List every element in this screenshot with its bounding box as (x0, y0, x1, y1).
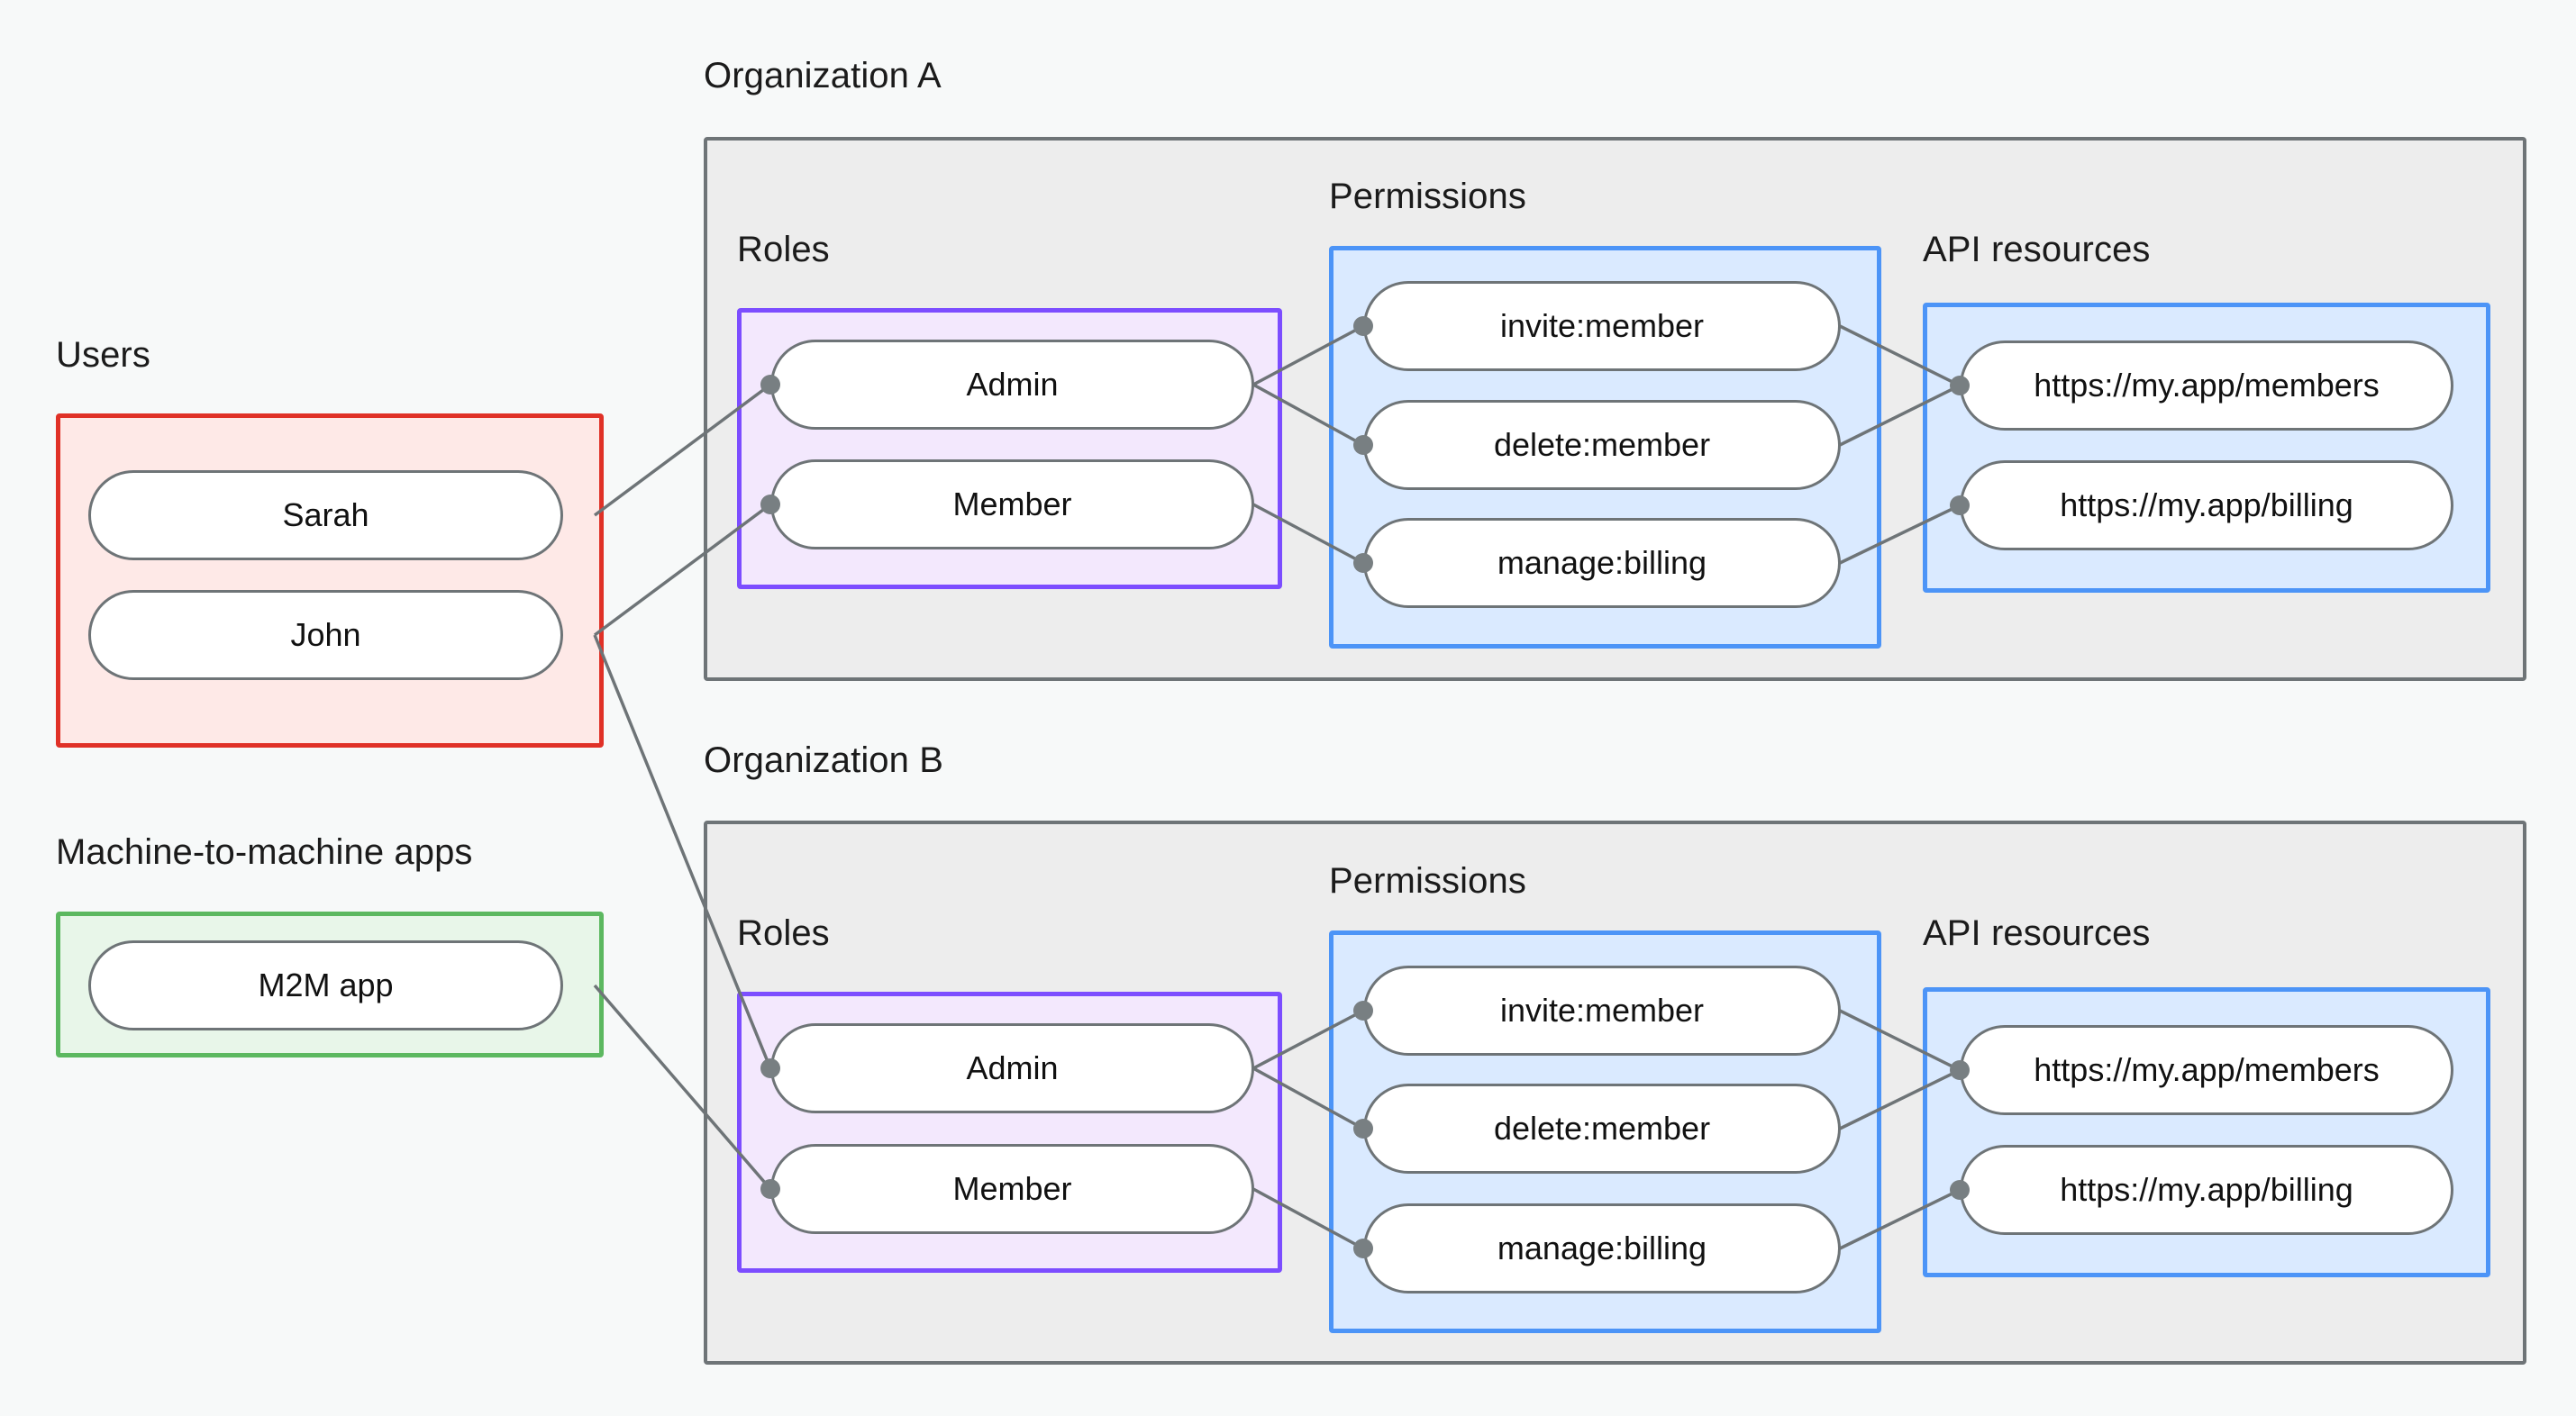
org-b-api-resource-members[interactable]: https://my.app/members (1960, 1025, 2453, 1115)
user-node-sarah-label: Sarah (282, 496, 369, 533)
org-a-permission-invite-member-label: invite:member (1499, 307, 1705, 344)
org-b-permission-delete-member-label: delete:member (1493, 1110, 1711, 1147)
users-zone (56, 413, 604, 748)
user-node-john[interactable]: John (88, 590, 563, 680)
org-a-title: Organization A (704, 56, 942, 95)
org-a-permissions-title: Permissions (1329, 177, 1526, 216)
org-a-api-resource-members[interactable]: https://my.app/members (1960, 340, 2453, 431)
user-node-sarah[interactable]: Sarah (88, 470, 563, 560)
org-b-permission-manage-billing-label: manage:billing (1497, 1230, 1707, 1266)
org-a-permission-delete-member-label: delete:member (1493, 426, 1711, 463)
org-b-permission-invite-member[interactable]: invite:member (1363, 966, 1841, 1056)
org-a-permission-delete-member[interactable]: delete:member (1363, 400, 1841, 490)
m2m-group-title: Machine-to-machine apps (56, 832, 473, 872)
org-a-permission-invite-member[interactable]: invite:member (1363, 281, 1841, 371)
org-b-role-admin-label: Admin (966, 1049, 1059, 1086)
users-group-title: Users (56, 335, 150, 375)
org-a-role-admin[interactable]: Admin (770, 340, 1254, 430)
org-a-permission-manage-billing[interactable]: manage:billing (1363, 518, 1841, 608)
org-a-api-resources-title: API resources (1923, 230, 2151, 269)
org-a-api-resource-billing[interactable]: https://my.app/billing (1960, 460, 2453, 550)
org-a-permission-manage-billing-label: manage:billing (1497, 544, 1707, 581)
org-b-api-resource-billing[interactable]: https://my.app/billing (1960, 1145, 2453, 1235)
org-b-permission-manage-billing[interactable]: manage:billing (1363, 1203, 1841, 1293)
org-b-permission-delete-member[interactable]: delete:member (1363, 1084, 1841, 1174)
org-b-role-admin[interactable]: Admin (770, 1023, 1254, 1113)
org-b-api-resource-members-label: https://my.app/members (2034, 1051, 2380, 1088)
org-b-permissions-title: Permissions (1329, 861, 1526, 901)
org-a-role-admin-label: Admin (966, 366, 1059, 403)
org-b-title: Organization B (704, 740, 943, 780)
org-b-api-resources-title: API resources (1923, 913, 2151, 953)
org-a-api-resource-billing-label: https://my.app/billing (2060, 486, 2353, 523)
org-b-roles-title: Roles (737, 913, 830, 953)
org-a-role-member-label: Member (952, 486, 1072, 522)
org-a-api-resource-members-label: https://my.app/members (2034, 367, 2380, 404)
org-b-role-member[interactable]: Member (770, 1144, 1254, 1234)
org-a-roles-title: Roles (737, 230, 830, 269)
m2m-node-app-label: M2M app (258, 967, 394, 1003)
m2m-node-app[interactable]: M2M app (88, 940, 563, 1030)
org-b-role-member-label: Member (952, 1170, 1072, 1207)
org-b-permission-invite-member-label: invite:member (1499, 992, 1705, 1029)
org-b-api-resource-billing-label: https://my.app/billing (2060, 1171, 2353, 1208)
org-a-role-member[interactable]: Member (770, 459, 1254, 549)
user-node-john-label: John (290, 616, 361, 653)
